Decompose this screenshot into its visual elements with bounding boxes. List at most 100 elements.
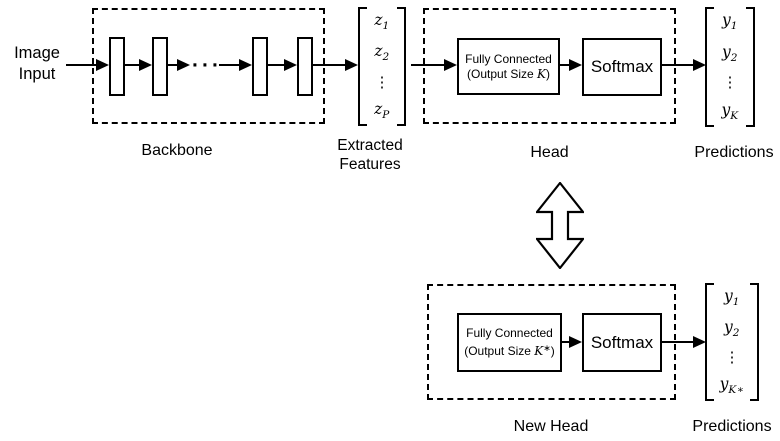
arrowhead-right-icon <box>239 59 252 71</box>
bracket-left-icon <box>705 283 714 401</box>
fc-k-symbol: K <box>534 344 544 358</box>
vector-entry: yK∗ <box>720 376 745 396</box>
entry-base: z <box>374 99 383 118</box>
entry-sub: 1 <box>730 20 738 33</box>
fc-k-symbol: K <box>537 66 546 81</box>
arrowhead-right-icon <box>139 59 152 71</box>
predictions-vector-top: y1 y2 ⋮ yK <box>705 7 755 127</box>
vector-entry: yK <box>721 102 738 122</box>
image-input-line2: Input <box>18 65 56 83</box>
vertical-dots: ⋮ <box>374 72 390 91</box>
backbone-layer-1 <box>109 37 125 96</box>
arrow-line <box>560 64 571 66</box>
vertical-dots: ⋮ <box>722 73 738 92</box>
features-vector: z1 z2 ⋮ zP <box>358 7 406 126</box>
extracted-features-label: Extracted Features <box>322 136 418 174</box>
arrow-line <box>219 64 240 66</box>
entry-base: y <box>719 374 729 393</box>
bracket-right-icon <box>397 7 406 126</box>
vector-entry: y1 <box>724 288 740 308</box>
arrowhead-right-icon <box>693 336 706 348</box>
softmax-label: Softmax <box>590 57 654 76</box>
fully-connected-text: Fully Connected (Output Size K) <box>465 52 552 82</box>
entry-base: y <box>722 11 731 29</box>
softmax-label: Softmax <box>590 332 654 352</box>
backbone-ellipsis: ··· <box>192 54 222 77</box>
extracted-features-line1: Extracted <box>337 137 403 154</box>
image-input-label: Image Input <box>6 43 68 85</box>
arrowhead-right-icon <box>569 59 582 71</box>
predictions-vector-bottom: y1 y2 ⋮ yK∗ <box>705 283 759 401</box>
fc-line2: (Output Size K∗) <box>464 341 555 359</box>
fc-line2-prefix: (Output Size <box>464 344 535 358</box>
backbone-layer-3 <box>252 37 268 96</box>
predictions-bottom-label: Predictions <box>692 418 772 435</box>
arrowhead-right-icon <box>569 336 582 348</box>
backbone-box <box>92 8 325 124</box>
arrow-line <box>268 64 285 66</box>
head-label: Head <box>530 144 569 161</box>
extracted-features-line2: Features <box>339 156 401 173</box>
entry-sub: 2 <box>732 327 740 340</box>
fully-connected-box-new: Fully Connected (Output Size K∗) <box>457 313 562 372</box>
arrow-line <box>562 341 571 343</box>
fc-line2: (Output Size K) <box>465 67 552 82</box>
vector-entry: y2 <box>724 319 740 339</box>
up-down-swap-arrow-icon <box>536 182 584 269</box>
vertical-dots: ⋮ <box>724 348 740 366</box>
bracket-right-icon <box>746 7 755 127</box>
entry-sub: P <box>382 108 390 121</box>
arrow-line <box>168 64 178 66</box>
entry-sub: K∗ <box>728 383 745 396</box>
entry-base: z <box>374 42 383 61</box>
arrowhead-right-icon <box>177 59 190 71</box>
backbone-label: Backbone <box>141 142 213 159</box>
entry-sub: 2 <box>382 51 390 64</box>
predictions-top-entries: y1 y2 ⋮ yK <box>711 12 749 122</box>
arrow-line <box>125 64 140 66</box>
entry-base: z <box>374 11 383 29</box>
softmax-box-new: Softmax <box>582 313 662 372</box>
softmax-box: Softmax <box>582 38 662 96</box>
entry-base: y <box>721 100 731 119</box>
predictions-top-label: Predictions <box>694 144 774 161</box>
arrowhead-right-icon <box>444 59 457 71</box>
arrowhead-right-icon <box>345 59 358 71</box>
bracket-left-icon <box>358 7 367 126</box>
fc-line1: Fully Connected <box>466 326 553 340</box>
entry-sub: 2 <box>730 51 738 64</box>
predictions-bottom-entries: y1 y2 ⋮ yK∗ <box>711 288 753 396</box>
bracket-right-icon <box>750 283 759 401</box>
image-input-line1: Image <box>14 44 60 62</box>
fully-connected-box: Fully Connected (Output Size K) <box>457 38 560 95</box>
fully-connected-text-new: Fully Connected (Output Size K∗) <box>464 326 555 359</box>
head-box <box>423 8 676 124</box>
vector-entry: y1 <box>722 12 738 32</box>
backbone-layer-4 <box>297 37 313 96</box>
arrow-line <box>662 64 694 66</box>
arrowhead-right-icon <box>96 59 109 71</box>
new-head-label: New Head <box>513 418 589 435</box>
features-vector-entries: z1 z2 ⋮ zP <box>364 12 400 121</box>
fc-line2-prefix: (Output Size <box>467 66 538 81</box>
arrow-line <box>66 64 97 66</box>
arrowhead-right-icon <box>284 59 297 71</box>
arrowhead-right-icon <box>693 59 706 71</box>
vector-entry: z1 <box>374 12 389 32</box>
fc-line1: Fully Connected <box>465 51 552 66</box>
entry-sub: K <box>730 109 739 122</box>
entry-sub: 1 <box>382 20 390 33</box>
vector-entry: zP <box>374 101 390 121</box>
entry-base: y <box>724 287 733 305</box>
arrow-line <box>411 64 445 66</box>
vector-entry: z2 <box>374 43 389 63</box>
vector-entry: y2 <box>722 44 738 64</box>
entry-base: y <box>722 42 731 61</box>
backbone-layer-2 <box>152 37 168 96</box>
arrow-line <box>313 64 346 66</box>
fc-line2-suffix: ) <box>546 66 550 81</box>
fc-line2-suffix: ) <box>550 344 555 358</box>
arrow-line <box>662 341 694 343</box>
fc-k-star: ∗ <box>543 343 551 353</box>
